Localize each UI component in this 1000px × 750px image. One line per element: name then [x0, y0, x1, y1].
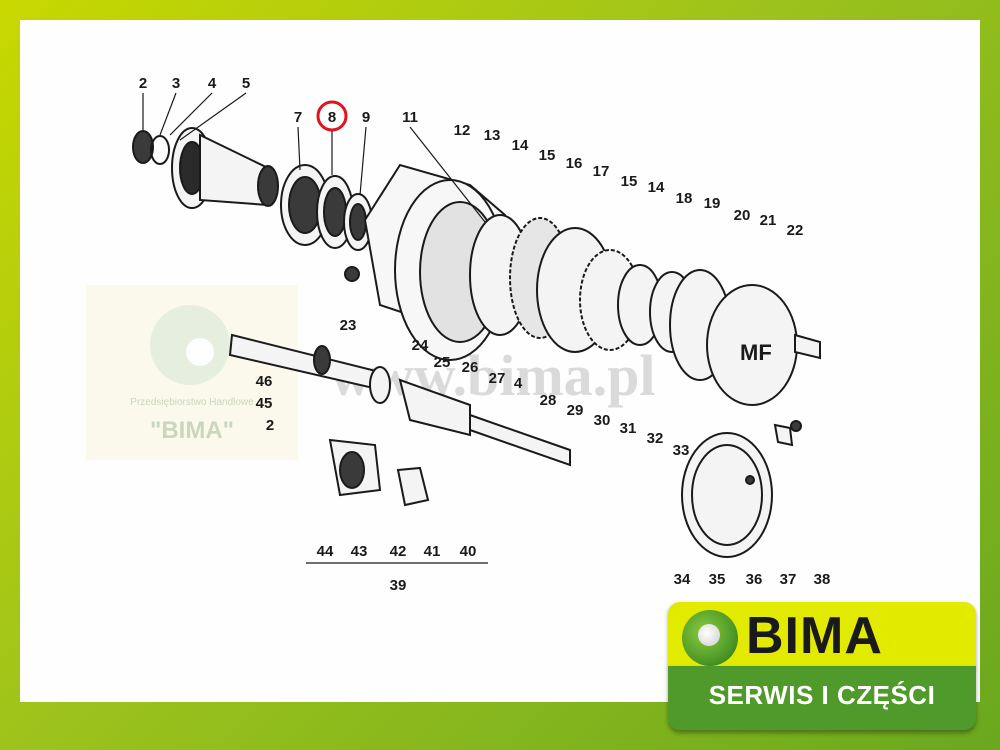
callout-23: 23: [340, 317, 357, 334]
callout-26: 26: [462, 359, 479, 376]
callout-labels: 2 3 4 5 7 8 9 11 12 13 14 15 16 17 15 14…: [139, 75, 831, 594]
callout-11: 11: [402, 109, 418, 126]
callout-17: 17: [593, 163, 610, 180]
callout-2: 2: [139, 75, 147, 92]
callout-13: 13: [484, 127, 501, 144]
callout-14b: 14: [648, 179, 665, 196]
callout-15a: 15: [539, 147, 556, 164]
callout-46: 46: [256, 373, 273, 390]
hub-flange-part: [132, 127, 279, 209]
bearing-set-part: [280, 164, 373, 251]
callout-30: 30: [594, 412, 611, 429]
logo-shine-icon: [698, 624, 720, 646]
callout-3: 3: [172, 75, 180, 92]
highlight-circle: [316, 100, 348, 132]
callout-19: 19: [704, 195, 721, 212]
callout-21: 21: [760, 212, 777, 229]
callout-5: 5: [242, 75, 250, 92]
callout-41: 41: [424, 543, 441, 560]
leader-lines: [142, 92, 488, 564]
callout-12: 12: [454, 122, 471, 139]
callout-45: 45: [256, 395, 273, 412]
callout-2b: 2: [266, 417, 274, 434]
callout-8: 8: [328, 109, 336, 126]
callout-32: 32: [647, 430, 664, 447]
diagram-paper: [20, 20, 980, 702]
callout-39: 39: [390, 577, 407, 594]
callout-35: 35: [709, 571, 726, 588]
yoke-part: [328, 438, 430, 507]
callout-42: 42: [390, 543, 407, 560]
svg-text:MF: MF: [740, 340, 772, 365]
callout-43: 43: [351, 543, 368, 560]
callout-15b: 15: [621, 173, 638, 190]
callout-18: 18: [676, 190, 693, 207]
callout-4: 4: [208, 75, 217, 92]
callout-24: 24: [412, 337, 429, 354]
bima-logo: BIMA SERWIS I CZĘŚCI: [668, 602, 976, 730]
watermark-name: "BIMA": [150, 417, 234, 444]
watermark-company: Przedsiębiorstwo Handlowe: [130, 397, 254, 408]
callout-29: 29: [567, 402, 584, 419]
watermark-panel: [86, 285, 298, 460]
end-cover-part: MF: [706, 284, 821, 406]
watermark-logo-shine: [186, 338, 214, 366]
callout-9: 9: [362, 109, 370, 126]
callout-14a: 14: [512, 137, 529, 154]
shaft-part: [228, 333, 571, 467]
callout-25: 25: [434, 354, 451, 371]
callout-27: 27: [489, 370, 506, 387]
callout-7: 7: [294, 109, 302, 126]
callout-33: 33: [673, 442, 690, 459]
callout-28: 28: [540, 392, 557, 409]
callout-34: 34: [674, 571, 691, 588]
logo-name: BIMA: [746, 607, 883, 665]
logo-top-panel: BIMA: [668, 602, 976, 668]
callout-20: 20: [734, 207, 751, 224]
callout-38: 38: [814, 571, 831, 588]
callout-37: 37: [780, 571, 797, 588]
callout-44: 44: [317, 543, 334, 560]
callout-22: 22: [787, 222, 804, 239]
cover-plate-part: [681, 420, 802, 558]
callout-16: 16: [566, 155, 583, 172]
callout-31: 31: [620, 420, 637, 437]
callout-36: 36: [746, 571, 763, 588]
logo-bottom-panel: [668, 666, 976, 730]
logo-tagline: SERWIS I CZĘŚCI: [708, 680, 936, 710]
callout-40: 40: [460, 543, 477, 560]
parts-drawing: MF: [132, 127, 821, 558]
callout-4b: 4: [514, 375, 523, 392]
watermark-logo-ball: [150, 305, 230, 385]
